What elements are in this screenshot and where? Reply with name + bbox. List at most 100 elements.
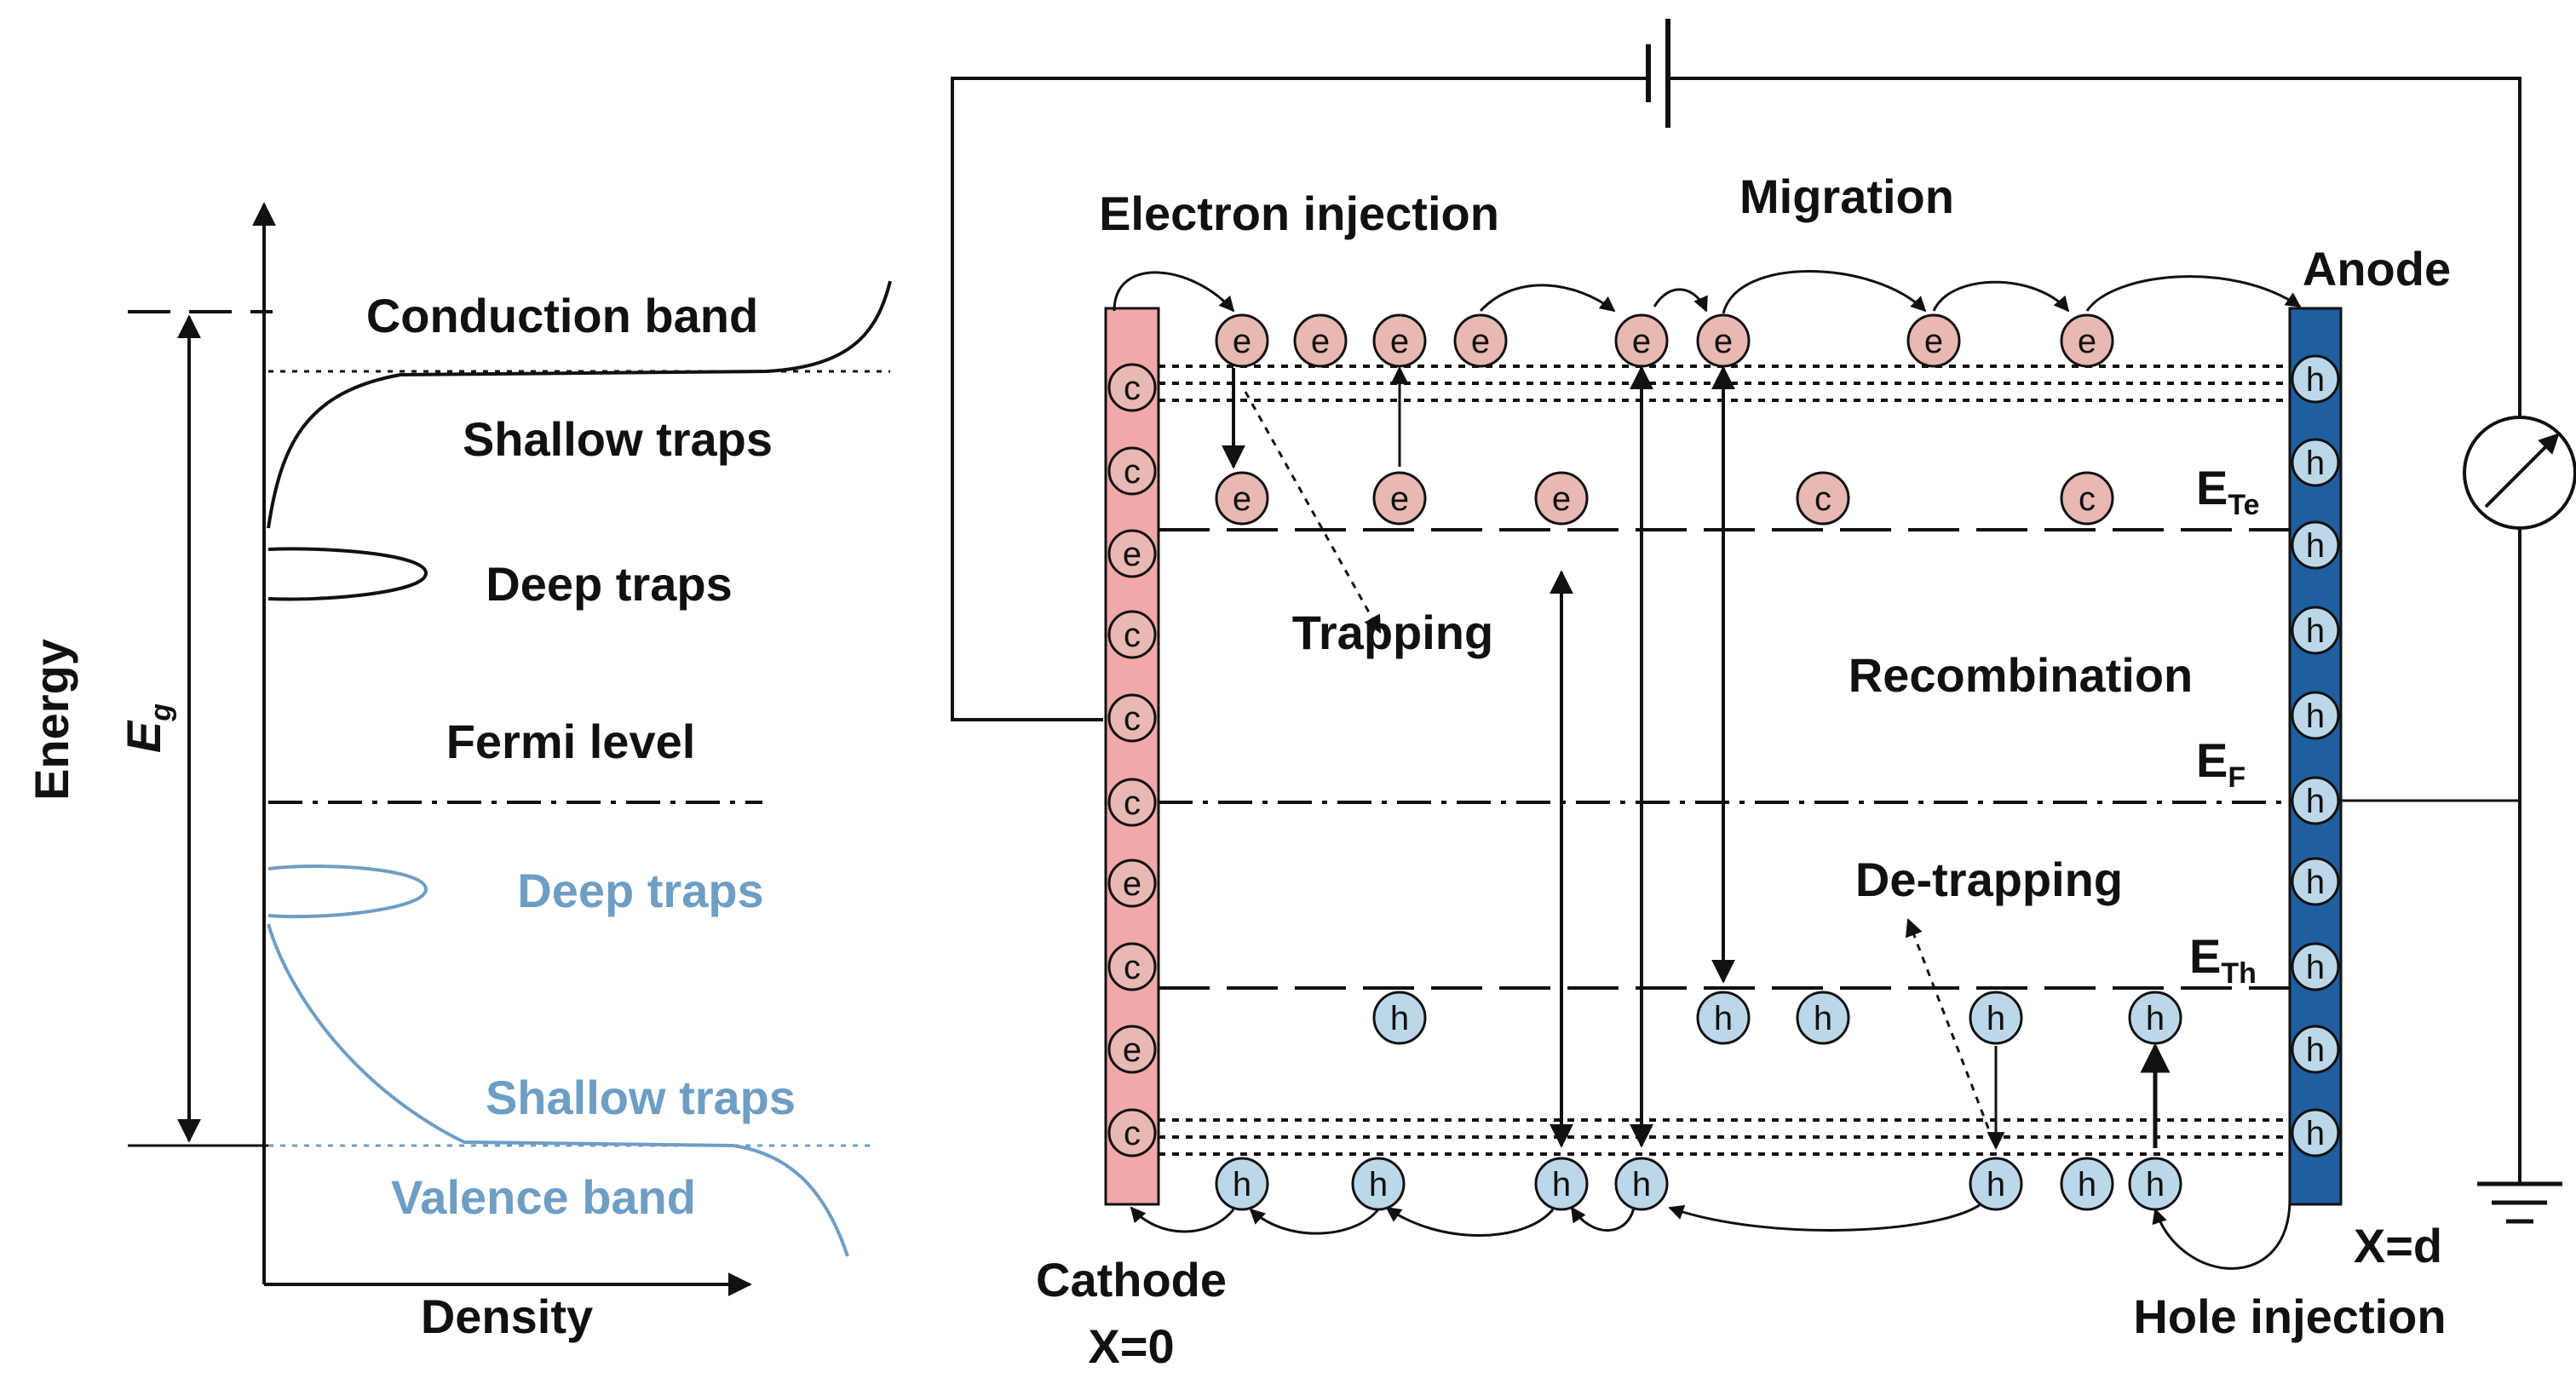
electron-symbol: e: [1390, 480, 1409, 518]
electron-carrier: [1107, 693, 1157, 743]
hop-top-3: [1722, 270, 1927, 314]
hole-carrier: [1696, 991, 1751, 1045]
hole-carrier: [2291, 857, 2340, 906]
deep-traps-electron-label: Deep traps: [486, 557, 732, 611]
electron-symbol: c: [1124, 617, 1141, 654]
hole-symbol: h: [2306, 1031, 2325, 1069]
hole-symbol: h: [2306, 698, 2325, 735]
electron-symbol: c: [1124, 949, 1141, 986]
circuit-wire-left: [951, 77, 1648, 721]
ground-icon: [2477, 1181, 2562, 1224]
trapping-label: Trapping: [1292, 606, 1493, 659]
density-axis-label: Density: [421, 1289, 593, 1343]
migration-label: Migration: [1739, 169, 1954, 223]
shallow-traps-hole-label: Shallow traps: [486, 1071, 796, 1124]
hole-symbol: h: [2306, 783, 2325, 820]
hop-top-4: [1932, 280, 2070, 313]
hole-symbol: h: [2306, 445, 2325, 482]
fermi-level-right-label: EF: [2196, 733, 2245, 794]
electron-carrier: [1107, 942, 1157, 991]
electron-carrier: [1215, 471, 1269, 526]
electron-carrier: [1453, 313, 1508, 368]
de-trapping-label: De-trapping: [1855, 853, 2123, 906]
hole-carrier: [2291, 606, 2340, 655]
electron-carrier: [1534, 471, 1589, 526]
electron-symbol: c: [1814, 480, 1831, 518]
cathode-position-label: X=0: [1088, 1319, 1174, 1373]
hole-carrier: [2128, 991, 2182, 1045]
fermi-level-label: Fermi level: [446, 715, 696, 768]
shallow-trap-curve-hole: [267, 923, 849, 1257]
hop-bottom-3: [1385, 1206, 1555, 1237]
hole-carrier: [2060, 1157, 2114, 1211]
hole-carrier: [1351, 1157, 1406, 1211]
conduction-band-label: Conduction band: [366, 289, 758, 342]
anode-position-label: X=d: [2354, 1219, 2442, 1272]
electron-carrier: [1107, 446, 1157, 496]
hole-symbol: h: [1233, 1166, 1251, 1203]
hole-carrier: [1215, 1157, 1269, 1211]
electron-trap-level-label: ETe: [2196, 461, 2260, 521]
electron-symbol: c: [1124, 1115, 1141, 1152]
hop-top-1: [1479, 284, 1616, 313]
electron-symbol: e: [1471, 323, 1490, 360]
electron-carrier: [1906, 313, 1961, 368]
hole-symbol: h: [1552, 1166, 1571, 1203]
hole-injection-hop: [2152, 1196, 2291, 1270]
hole-carrier: [1614, 1157, 1669, 1211]
hole-symbol: h: [1714, 1000, 1733, 1037]
hole-symbol: h: [1987, 1000, 2005, 1037]
electron-symbol: e: [2078, 323, 2096, 360]
electron-symbol: e: [1714, 323, 1733, 360]
hole-symbol: h: [2306, 361, 2325, 399]
hop-bottom-4: [1570, 1206, 1636, 1232]
electron-symbol: e: [1924, 323, 1943, 360]
hole-carrier: [1969, 991, 2023, 1045]
circuit-wire-right: [1668, 77, 2521, 417]
hole-carrier: [2128, 1157, 2182, 1211]
electron-symbol: e: [1123, 865, 1141, 903]
electron-carrier: [1372, 313, 1427, 368]
electron-carrier: [1796, 471, 1850, 526]
hole-symbol: h: [2306, 527, 2325, 565]
electron-carrier: [1107, 363, 1157, 412]
hole-symbol: h: [2306, 864, 2325, 901]
hole-carrier: [1969, 1157, 2023, 1211]
hole-symbol: h: [1390, 1000, 1409, 1037]
hop-bottom-1: [1130, 1206, 1235, 1233]
hole-carrier: [1372, 991, 1427, 1045]
electron-injection-label: Electron injection: [1099, 187, 1499, 240]
electron-carrier: [1372, 471, 1427, 526]
energy-axis-label: Energy: [25, 639, 78, 801]
electron-carrier: [1107, 1108, 1157, 1157]
hole-carrier: [1796, 991, 1850, 1045]
hole-symbol: h: [1987, 1166, 2005, 1203]
hole-carrier: [2291, 942, 2340, 991]
shallow-trap-curve-electron: [267, 280, 892, 529]
injection-hop: [1113, 271, 1235, 313]
hop-bottom-2: [1249, 1208, 1380, 1235]
recombination-label: Recombination: [1849, 648, 2193, 702]
shallow-traps-electron-label: Shallow traps: [463, 412, 773, 466]
electron-carrier: [1107, 610, 1157, 659]
hole-carrier: [2291, 691, 2340, 740]
electron-carrier: [1696, 313, 1751, 368]
electron-symbol: e: [1123, 1031, 1141, 1069]
hole-symbol: h: [1632, 1166, 1651, 1203]
electron-carrier: [1293, 313, 1348, 368]
hop-bottom-5: [1668, 1199, 1987, 1232]
hole-carrier: [2291, 520, 2340, 570]
hole-carrier: [2291, 354, 2340, 404]
electron-carrier: [1107, 859, 1157, 908]
electron-symbol: e: [1311, 323, 1330, 360]
valence-band-label: Valence band: [391, 1170, 696, 1224]
hole-trap-level-label: ETh: [2189, 929, 2257, 990]
electron-carrier: [1107, 529, 1157, 578]
electron-symbol: c: [1124, 453, 1141, 491]
electron-symbol: e: [1233, 480, 1251, 518]
electron-symbol: e: [1123, 536, 1141, 573]
trapping-dotted-arrow: [1244, 391, 1382, 634]
electron-symbol: e: [1552, 480, 1571, 518]
electron-carrier: [1215, 313, 1269, 368]
